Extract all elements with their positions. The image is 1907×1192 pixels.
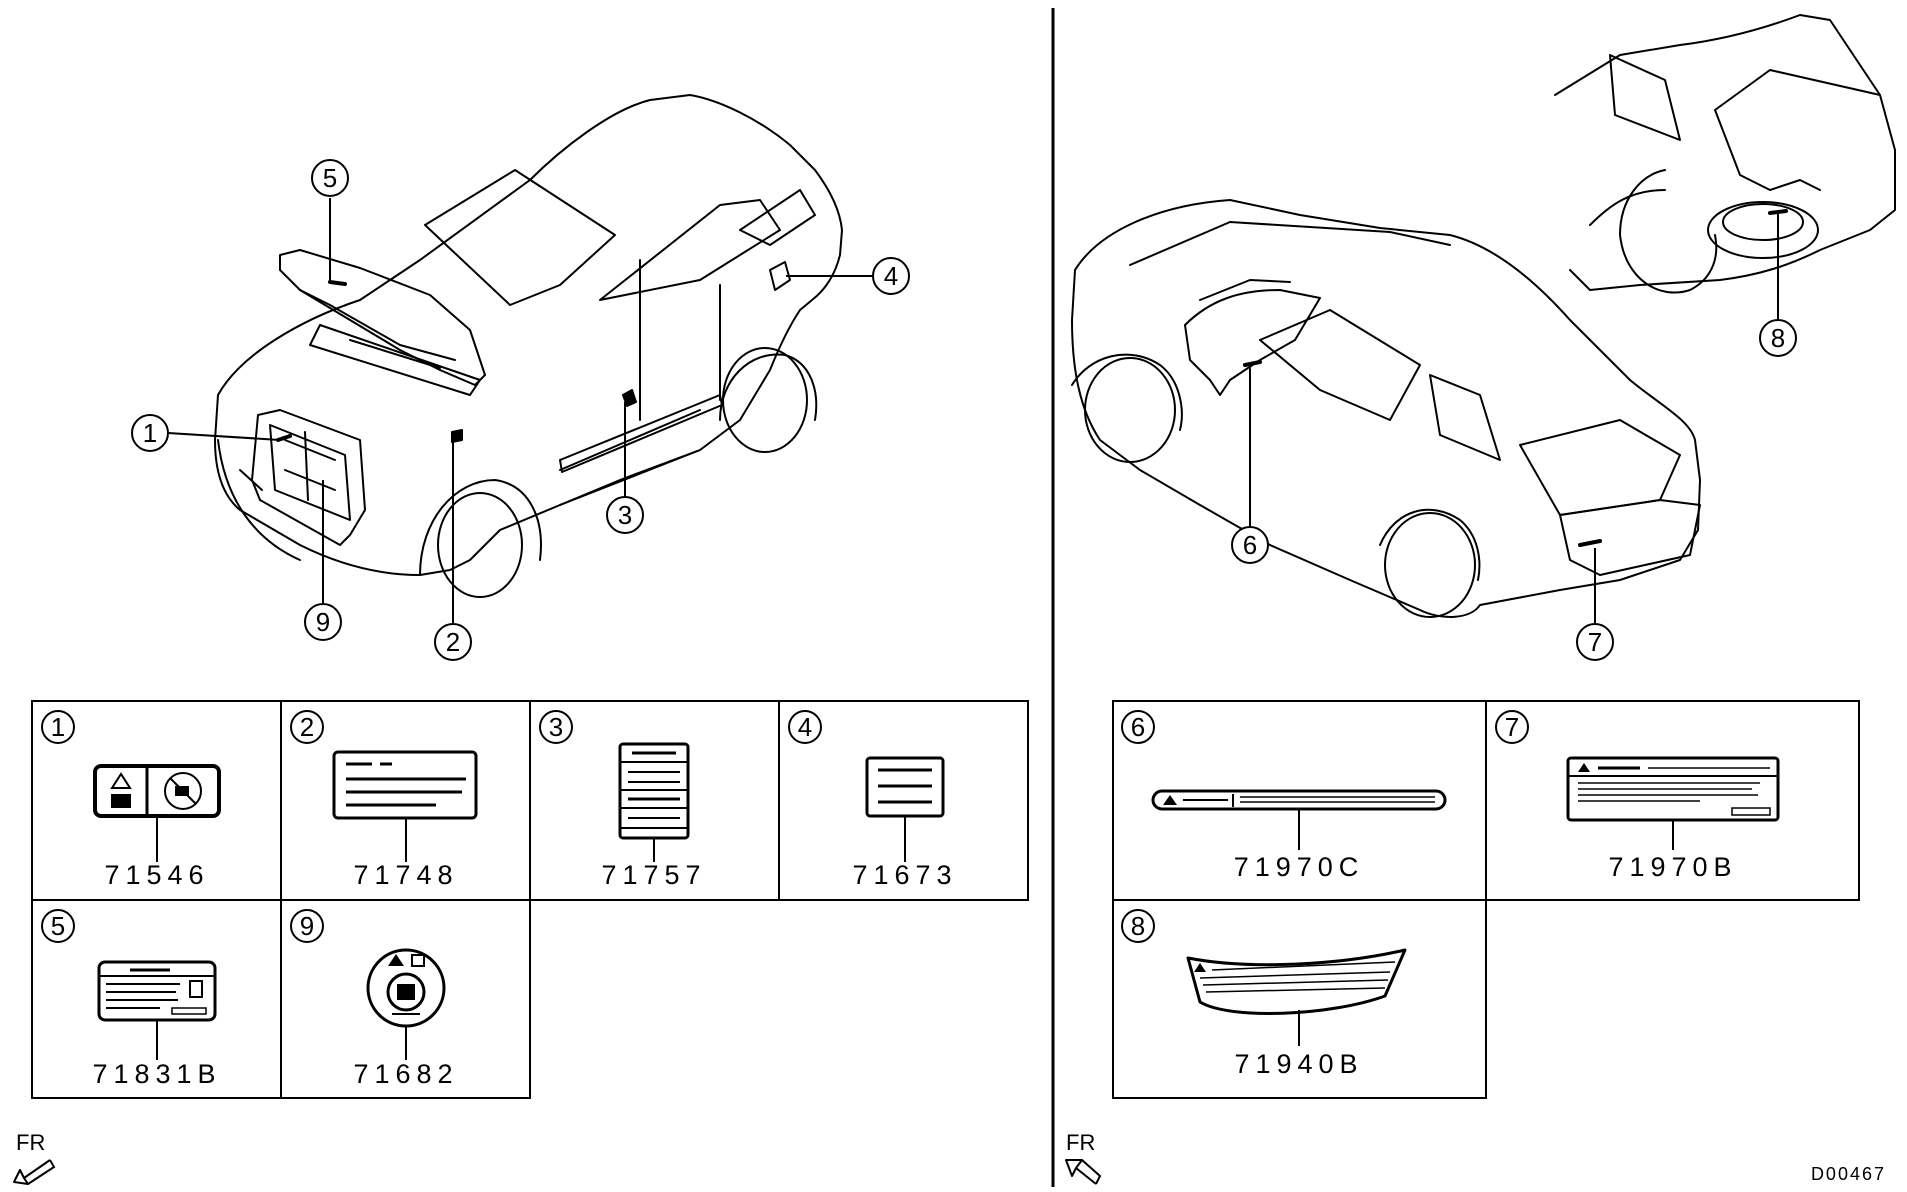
front-direction-arrow-icon — [1065, 1159, 1097, 1185]
part-cell-3: 3 71757 — [539, 710, 706, 890]
label-71757-illustration — [618, 742, 690, 840]
callout-9: 9 — [304, 603, 342, 641]
part-cell-2: 2 71748 — [290, 710, 478, 890]
part-cell-4: 4 71673 — [788, 710, 957, 890]
svg-text:2: 2 — [446, 627, 460, 657]
svg-text:71748: 71748 — [353, 860, 458, 890]
svg-text:3: 3 — [618, 500, 632, 530]
svg-text:4: 4 — [884, 261, 898, 291]
label-71940b-illustration — [1186, 948, 1407, 1015]
part-cell-8: 8 71940B — [1121, 909, 1407, 1079]
svg-text:FR: FR — [16, 1130, 45, 1155]
svg-text:6: 6 — [1131, 712, 1145, 742]
right-leader-lines — [1249, 214, 1779, 625]
label-71970c-illustration — [1151, 789, 1447, 811]
callout-6: 6 — [1231, 526, 1269, 564]
left-leader-lines — [167, 198, 872, 627]
svg-text:71546: 71546 — [104, 860, 209, 890]
left-parts-table — [31, 700, 1029, 1099]
svg-text:71831B: 71831B — [92, 1059, 221, 1089]
svg-text:5: 5 — [323, 163, 337, 193]
label-71831b-illustration — [97, 960, 217, 1022]
svg-text:8: 8 — [1771, 323, 1785, 353]
svg-text:9: 9 — [316, 607, 330, 637]
svg-text:4: 4 — [798, 712, 812, 742]
callout-5: 5 — [311, 159, 349, 197]
svg-text:1: 1 — [143, 418, 157, 448]
label-71673-illustration — [865, 756, 945, 818]
callout-3: 3 — [606, 496, 644, 534]
svg-text:5: 5 — [51, 911, 65, 941]
callout-1: 1 — [131, 414, 169, 452]
front-direction-arrow-icon — [13, 1159, 51, 1185]
svg-text:71970B: 71970B — [1608, 852, 1737, 882]
label-71682-illustration — [366, 948, 446, 1028]
right-parts-table — [1112, 700, 1860, 1099]
part-cell-6: 6 71970C — [1121, 710, 1447, 882]
label-71970b-illustration — [1566, 756, 1780, 822]
part-cell-1: 1 71546 — [41, 710, 221, 890]
svg-text:71940B: 71940B — [1234, 1049, 1363, 1079]
label-71748-illustration — [332, 750, 478, 820]
svg-text:1: 1 — [51, 712, 65, 742]
svg-text:6: 6 — [1243, 530, 1257, 560]
part-cell-7: 7 71970B — [1495, 710, 1780, 882]
label-71546-illustration — [93, 764, 221, 818]
svg-text:3: 3 — [549, 712, 563, 742]
svg-text:71970C: 71970C — [1234, 852, 1365, 882]
front-view-vehicle — [214, 94, 843, 598]
diagram-id: D00467 — [1811, 1164, 1886, 1184]
svg-text:71682: 71682 — [353, 1059, 458, 1089]
svg-text:8: 8 — [1131, 911, 1145, 941]
rear-view-vehicle — [1071, 199, 1701, 618]
callout-7: 7 — [1576, 623, 1614, 661]
svg-text:71673: 71673 — [852, 860, 957, 890]
svg-text:9: 9 — [300, 911, 314, 941]
svg-text:FR: FR — [1066, 1130, 1095, 1155]
direction-indicator-left: FR — [13, 1130, 56, 1185]
callout-8: 8 — [1759, 319, 1797, 357]
svg-text:7: 7 — [1505, 712, 1519, 742]
svg-text:71757: 71757 — [601, 860, 706, 890]
part-cell-5: 5 71831B — [41, 909, 221, 1089]
direction-indicator-right: FR — [1065, 1130, 1102, 1185]
callout-4: 4 — [872, 257, 910, 295]
spare-tire-inset — [1554, 14, 1896, 294]
part-cell-9: 9 71682 — [290, 909, 458, 1089]
svg-text:7: 7 — [1588, 627, 1602, 657]
callout-2: 2 — [434, 623, 472, 661]
svg-text:2: 2 — [300, 712, 314, 742]
